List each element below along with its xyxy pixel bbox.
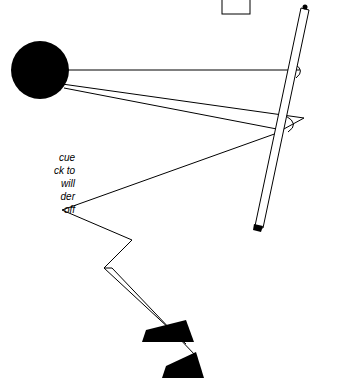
ball <box>11 41 69 99</box>
ankle <box>104 268 112 269</box>
cue-stick <box>255 8 309 228</box>
note-text: will <box>61 178 75 190</box>
back-arm-upper <box>62 84 304 118</box>
back-arm-lower <box>64 88 282 130</box>
note-text: ck to <box>54 165 75 177</box>
front-arm <box>66 70 300 71</box>
figure-number-box <box>222 0 250 14</box>
hand-grip <box>286 116 294 132</box>
foot <box>142 320 194 342</box>
foot <box>162 352 204 378</box>
note-text: cue <box>59 152 75 164</box>
cue-tip <box>303 5 308 10</box>
body <box>62 132 280 210</box>
cue-butt <box>253 224 263 232</box>
note-text: der <box>61 191 75 203</box>
note-text: off <box>64 204 75 216</box>
shin-back <box>112 268 196 356</box>
figure-lines <box>62 0 309 356</box>
knee <box>104 240 132 268</box>
